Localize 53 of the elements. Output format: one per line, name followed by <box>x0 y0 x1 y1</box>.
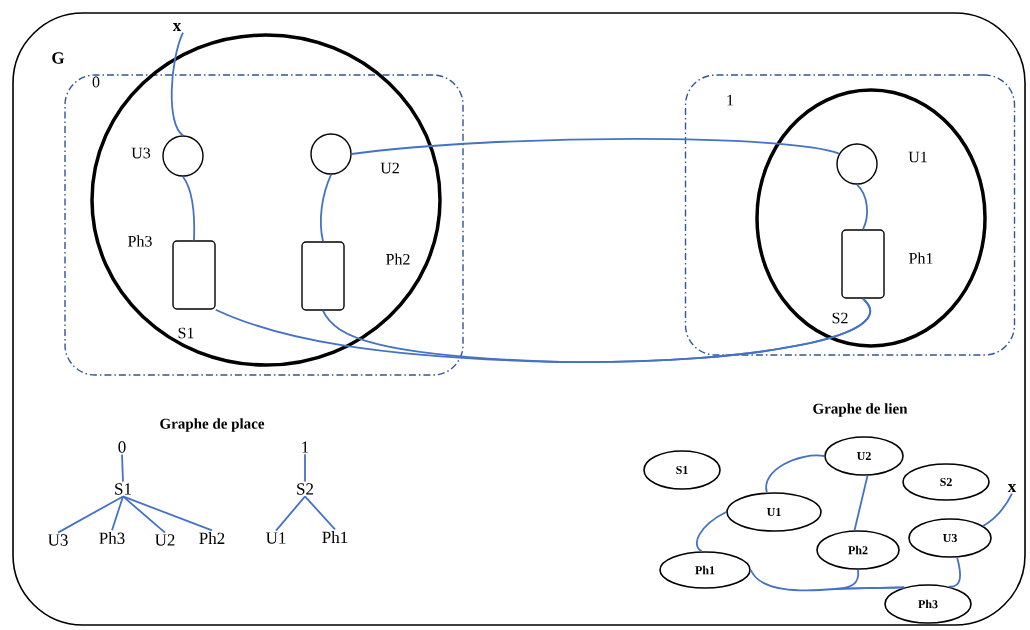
section-title: Graphe de lien <box>813 403 908 417</box>
section-title: Graphe de place <box>160 418 265 432</box>
node-label: Ph3 <box>128 235 152 247</box>
rounded-rectangle: Ph2 <box>301 241 410 311</box>
connector-line <box>182 175 196 242</box>
connector-line <box>856 183 868 231</box>
ellipse-node: S2 <box>902 463 990 501</box>
ellipse-node: Ph1 <box>659 551 751 589</box>
circle-node: U2 <box>310 133 399 175</box>
node-label: x <box>1007 484 1017 492</box>
node-label: U1 <box>908 151 927 163</box>
connector-line <box>947 556 961 588</box>
connector-line <box>304 495 336 531</box>
ellipse-node: U3 <box>908 518 992 558</box>
connector-line <box>853 474 869 532</box>
node-label: U2 <box>380 162 399 174</box>
ellipse-node: U1 <box>726 492 822 532</box>
tree-node-label: 1 <box>302 441 309 453</box>
connector-line <box>350 138 840 155</box>
ellipse-node: Ph3 <box>884 584 972 624</box>
connector-line <box>834 568 906 590</box>
connector-line <box>275 495 306 532</box>
node-label: Ph1 <box>909 252 933 264</box>
connector-line <box>122 495 166 534</box>
tree-node-label: U3 <box>48 534 68 546</box>
circle-node: U3 <box>131 135 204 177</box>
tree-node-label: U1 <box>266 532 286 544</box>
ellipse-node: U2 <box>824 436 904 476</box>
ellipse-node: Ph2 <box>816 530 900 570</box>
connector-line <box>57 495 124 534</box>
tree-node-label: U2 <box>155 534 175 546</box>
node-label: U3 <box>131 147 151 159</box>
connector-line <box>121 453 124 483</box>
connector-line <box>122 495 213 532</box>
tree-node-label: 0 <box>118 441 126 453</box>
node-label: Ph2 <box>386 253 410 265</box>
connector-line <box>982 492 1013 527</box>
rounded-rectangle: Ph1 <box>841 229 933 299</box>
connector-line <box>111 495 124 532</box>
ellipse-node: S1 <box>643 450 721 490</box>
rounded-rectangle: Ph3 <box>128 235 216 310</box>
connector-line <box>765 454 826 494</box>
tree-node-label: S2 <box>297 483 314 495</box>
connector-line <box>319 173 332 243</box>
connector-line <box>170 31 184 137</box>
tree-node-label: Ph2 <box>199 532 225 544</box>
circle-node: U1 <box>836 143 927 185</box>
connector-line <box>304 453 306 483</box>
tree-node-label: Ph1 <box>322 531 348 543</box>
node-label: x <box>172 23 182 31</box>
connector-line <box>322 297 871 363</box>
tree-node-label: S1 <box>115 483 131 495</box>
tree-node-label: Ph3 <box>99 532 125 544</box>
